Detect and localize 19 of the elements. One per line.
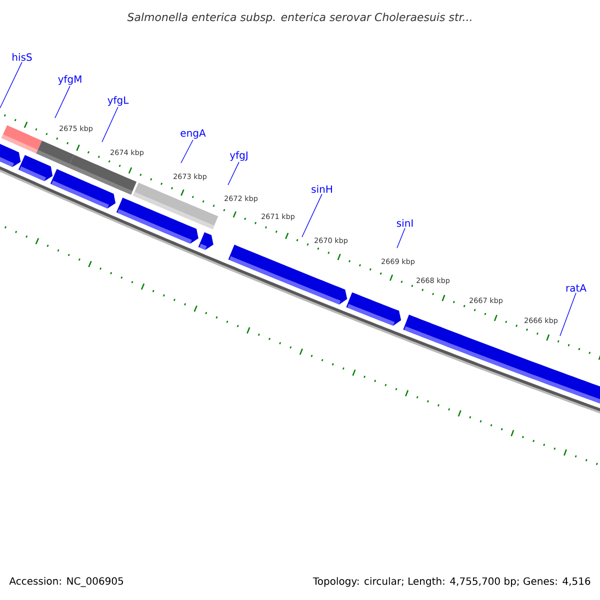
leader-line bbox=[54, 86, 70, 118]
info-text: Topology: circular; Length: 4,755,700 bp; Genes: 4,516 bbox=[312, 577, 590, 587]
leader-line bbox=[180, 140, 194, 164]
leader-line bbox=[0, 62, 22, 108]
info-text: Accession: NC_006905 bbox=[9, 577, 124, 587]
gene-label: yfgJ bbox=[230, 151, 248, 161]
title: Salmonella enterica subsp. enterica serovar Choleraesuis str... bbox=[127, 12, 472, 24]
leader-line bbox=[302, 194, 322, 238]
gene-label: hisS bbox=[12, 53, 32, 61]
leader-line bbox=[396, 228, 406, 248]
leader-line bbox=[228, 162, 240, 186]
gene-label: ratA bbox=[566, 284, 586, 292]
gene-label: sinH bbox=[312, 185, 332, 193]
gene-label: yfgM bbox=[58, 75, 82, 85]
gene-label: yfgL bbox=[108, 96, 129, 106]
gene-label: engA bbox=[180, 129, 206, 139]
leader-line bbox=[560, 292, 576, 336]
gene-label: sinI bbox=[396, 219, 413, 227]
leader-line bbox=[102, 106, 118, 142]
